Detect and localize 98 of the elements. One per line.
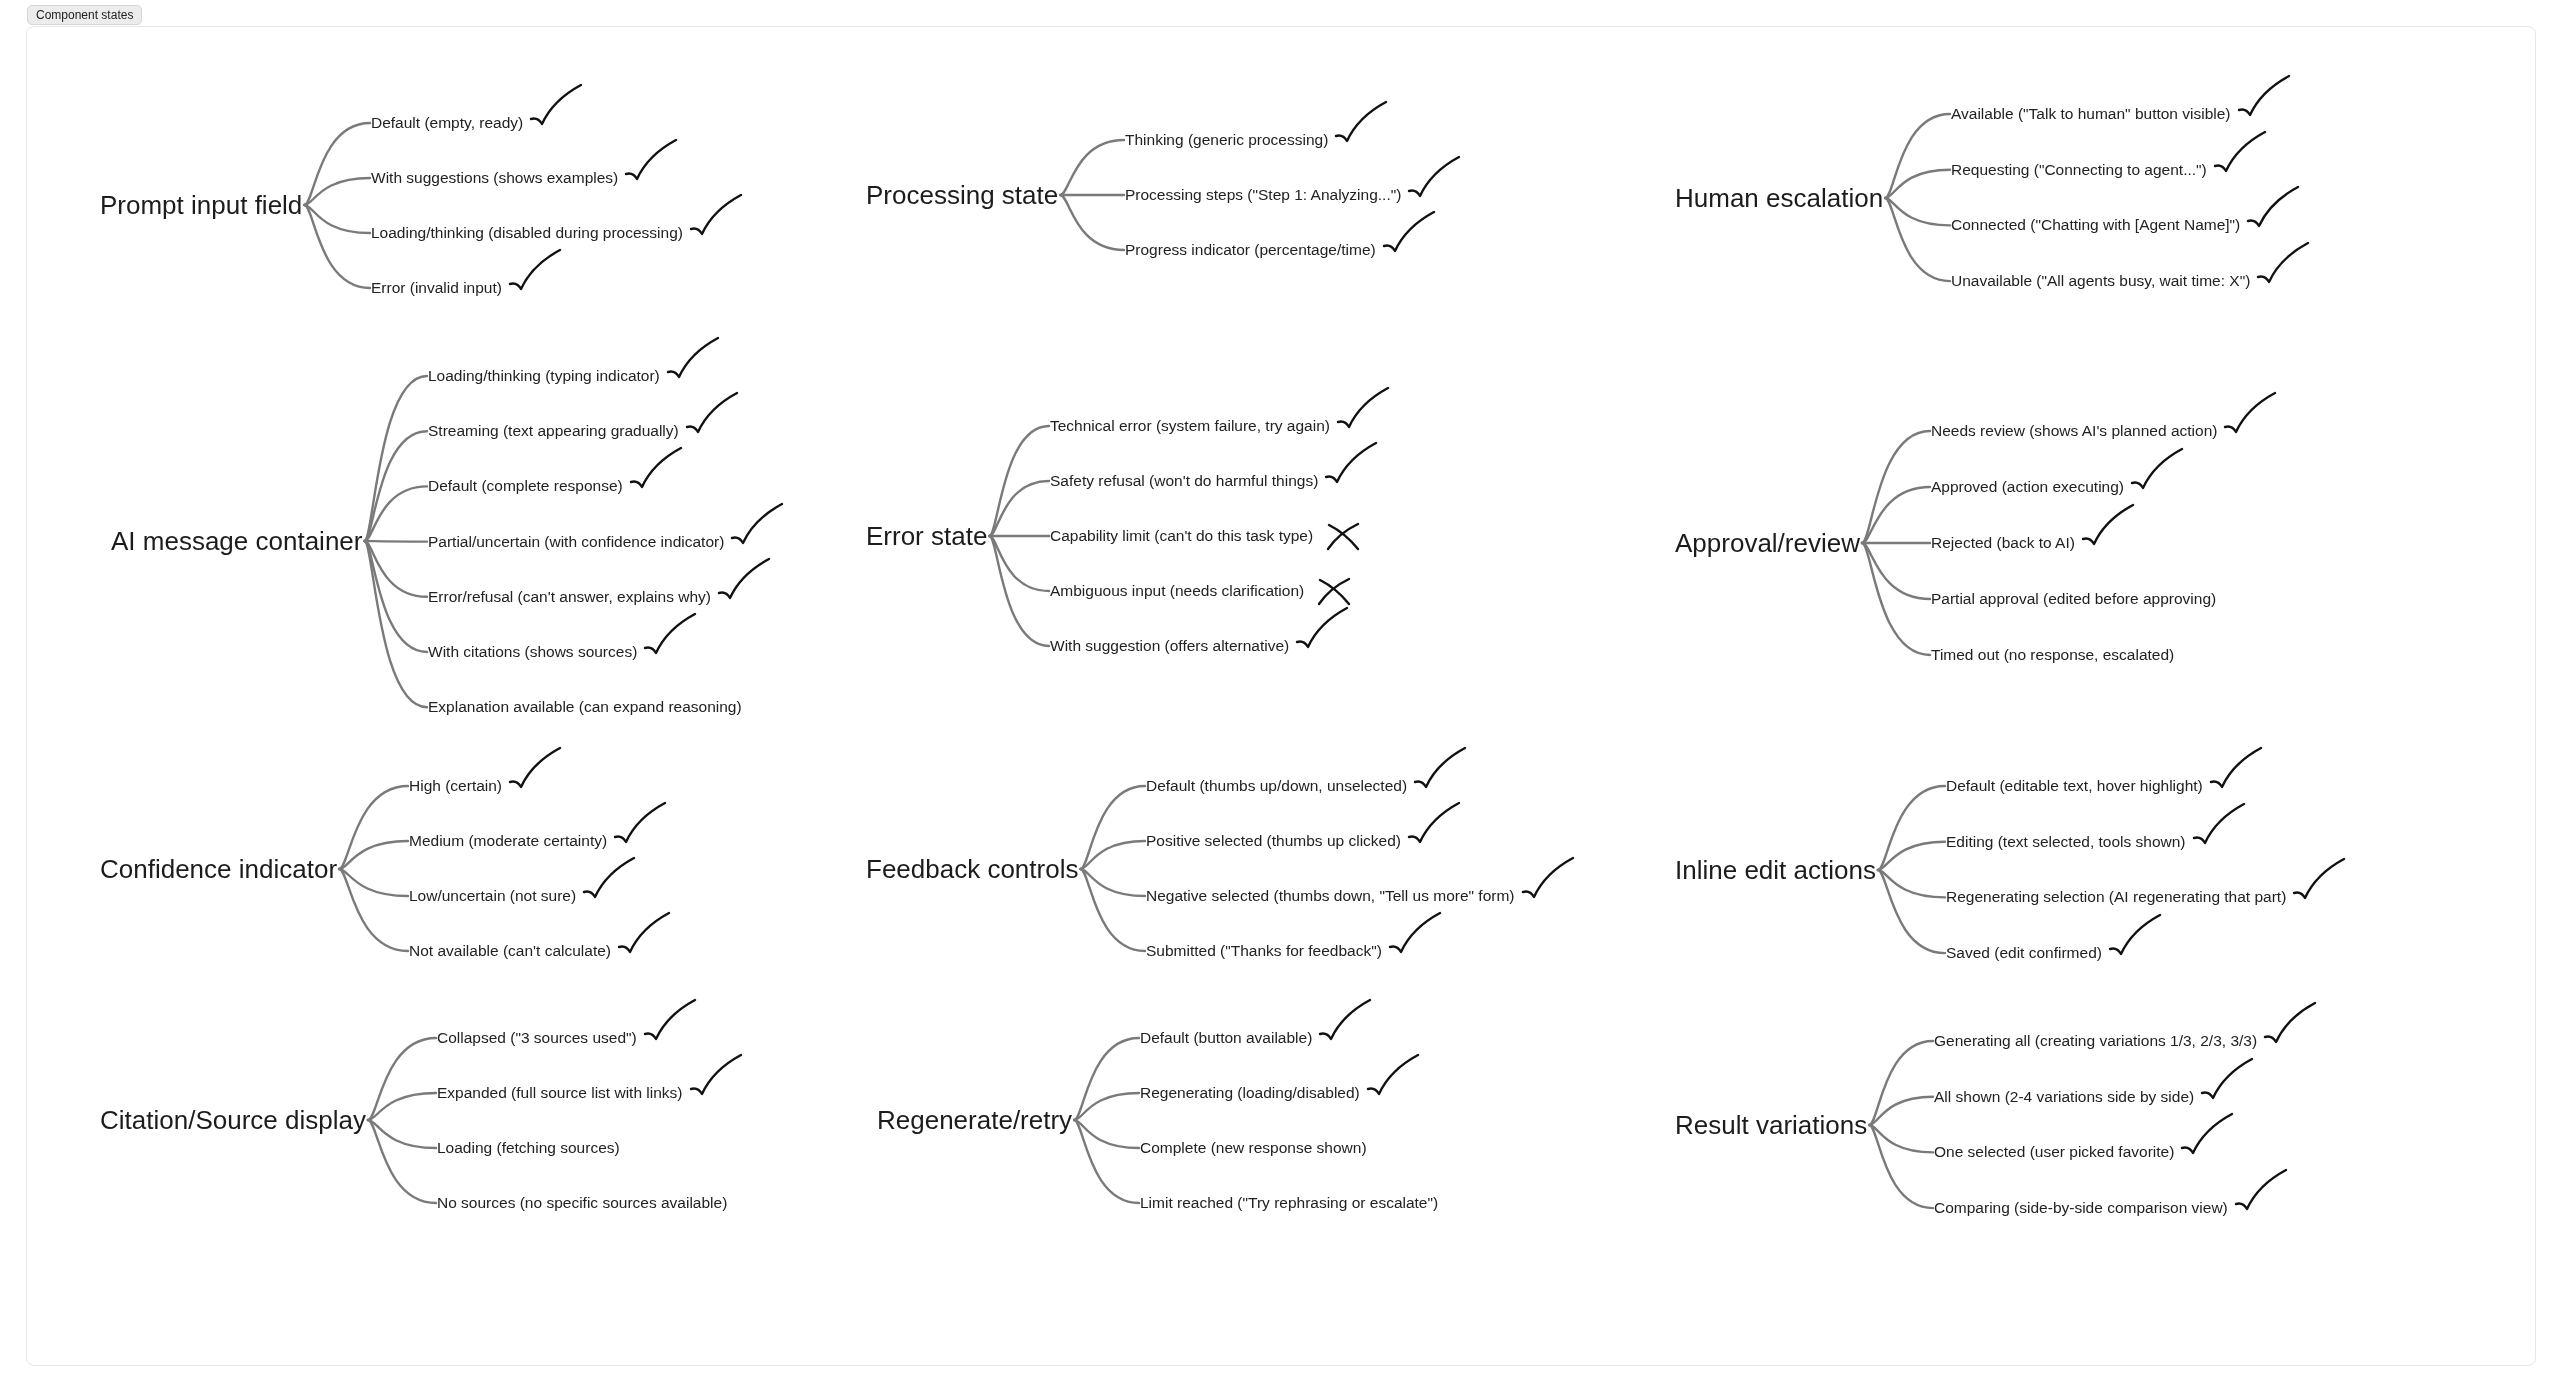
- state-label: Regenerating selection (AI regenerating that part): [1946, 887, 2287, 908]
- state-label: Progress indicator (percentage/time): [1125, 240, 1376, 260]
- state-label: Medium (moderate certainty): [409, 831, 608, 851]
- branch-line: [363, 485, 429, 543]
- state-label: Connected ("Chatting with [Agent Name]"): [1951, 215, 2241, 236]
- state-label: Requesting ("Connecting to agent..."): [1951, 159, 2207, 180]
- branch-line: [1868, 1095, 1935, 1127]
- branch-line: [1059, 193, 1126, 197]
- branch-line: [303, 203, 372, 290]
- state-label: Low/uncertain (not sure): [409, 886, 577, 906]
- state-label: Complete (new response shown): [1140, 1138, 1367, 1158]
- branch-line: [988, 534, 1051, 648]
- branch-line: [1883, 196, 1952, 283]
- state-label: Rejected (back to AI): [1931, 533, 2075, 553]
- state-label: Submitted ("Thanks for feedback"): [1146, 941, 1382, 961]
- category-heading: Result variations: [1675, 1109, 1868, 1141]
- branch-line: [988, 479, 1051, 538]
- state-label: Approved (action executing): [1931, 477, 2124, 497]
- state-label: Timed out (no response, escalated): [1931, 645, 2175, 665]
- state-label: Default (button available): [1140, 1028, 1313, 1048]
- state-label: Loading/thinking (typing indicator): [428, 366, 660, 386]
- state-label: Limit reached ("Try rephrasing or escalate"): [1140, 1193, 1439, 1213]
- branch-line: [988, 534, 1051, 538]
- state-label: With citations (shows sources): [428, 642, 638, 662]
- state-label: Thinking (generic processing): [1125, 130, 1329, 150]
- branch-line: [337, 839, 410, 871]
- state-label: Error (invalid input): [371, 278, 502, 298]
- state-label: Negative selected (thumbs down, "Tell us more" form): [1146, 886, 1515, 906]
- state-label: Partial approval (edited before approving): [1931, 589, 2217, 609]
- state-label: Loading/thinking (disabled during processing): [371, 223, 683, 243]
- state-label: Loading (fetching sources): [437, 1138, 620, 1158]
- state-label: Positive selected (thumbs up clicked): [1146, 831, 1401, 851]
- state-label: Technical error (system failure, try again): [1050, 416, 1330, 436]
- category-heading: Error state: [866, 520, 988, 552]
- state-label: With suggestion (offers alternative): [1050, 636, 1290, 656]
- branch-line: [1868, 1123, 1935, 1210]
- state-label: Ambiguous input (needs clarification): [1050, 581, 1305, 601]
- category-heading: Human escalation: [1675, 182, 1884, 214]
- branch-line: [1860, 485, 1932, 545]
- state-label: Unavailable ("All agents busy, wait time: X"): [1951, 271, 2251, 292]
- category-heading: Prompt input field: [100, 189, 303, 221]
- state-label: Comparing (side-by-side comparison view): [1934, 1198, 2228, 1219]
- branch-line: [1876, 868, 1947, 955]
- state-label: Expanded (full source list with links): [437, 1083, 683, 1103]
- category-heading: Regenerate/retry: [877, 1104, 1073, 1136]
- state-label: With suggestions (shows examples): [371, 168, 619, 188]
- branch-line: [1079, 839, 1147, 871]
- branch-line: [337, 867, 410, 953]
- branch-line: [303, 121, 372, 207]
- branch-line: [303, 176, 372, 207]
- branch-line: [303, 203, 372, 235]
- state-label: All shown (2-4 variations side by side): [1934, 1086, 2195, 1107]
- tab-label: Component states: [27, 5, 143, 25]
- category-heading: Citation/Source display: [100, 1104, 366, 1136]
- branch-line: [1868, 1123, 1935, 1154]
- category-heading: Confidence indicator: [100, 853, 338, 885]
- branch-line: [1883, 168, 1952, 200]
- state-label: Saved (edit confirmed): [1946, 943, 2102, 964]
- category-heading: Processing state: [866, 179, 1059, 211]
- state-label: No sources (no specific sources available): [437, 1193, 728, 1213]
- state-label: Regenerating (loading/disabled): [1140, 1083, 1360, 1103]
- branch-line: [363, 539, 429, 598]
- state-label: Editing (text selected, tools shown): [1946, 831, 2186, 852]
- state-label: Available ("Talk to human" button visible): [1951, 104, 2231, 124]
- state-label: Partial/uncertain (with confidence indicator): [428, 531, 725, 552]
- branch-line: [1059, 193, 1126, 252]
- branch-line: [366, 1091, 438, 1122]
- state-label: Error/refusal (can't answer, explains why): [428, 586, 711, 607]
- state-label: Default (editable text, hover highlight): [1946, 776, 2203, 796]
- branch-line: [366, 1118, 438, 1205]
- branch-line: [1860, 541, 1932, 657]
- state-label: Not available (can't calculate): [409, 941, 611, 961]
- branch-line: [1072, 1118, 1141, 1205]
- category-heading: Feedback controls: [866, 853, 1079, 885]
- state-label: Default (complete response): [428, 476, 623, 497]
- category-heading: AI message container: [111, 525, 363, 557]
- state-label: High (certain): [409, 776, 503, 796]
- category-heading: Inline edit actions: [1675, 854, 1876, 886]
- branch-line: [1876, 840, 1947, 872]
- branch-line: [363, 539, 429, 709]
- state-label: Default (thumbs up/down, unselected): [1146, 776, 1408, 796]
- branch-line: [1860, 429, 1932, 545]
- state-label: Streaming (text appearing gradually): [428, 421, 679, 442]
- branch-line: [1072, 1091, 1141, 1122]
- state-label: Default (empty, ready): [371, 113, 524, 133]
- state-label: One selected (user picked favorite): [1934, 1142, 2175, 1163]
- state-label: Capability limit (can't do this task type): [1050, 526, 1314, 546]
- branch-line: [1059, 138, 1126, 197]
- category-heading: Approval/review: [1675, 527, 1860, 559]
- state-label: Processing steps ("Step 1: Analyzing..."): [1125, 185, 1402, 205]
- branch-line: [1079, 867, 1147, 898]
- state-label: Explanation available (can expand reasoning): [428, 697, 742, 718]
- branch-line: [1079, 867, 1147, 953]
- state-label: Generating all (creating variations 1/3, 2/3, 3/3): [1934, 1031, 2258, 1051]
- state-label: Safety refusal (won't do harmful things): [1050, 471, 1319, 491]
- state-label: Needs review (shows AI's planned action): [1931, 421, 2218, 441]
- branch-line: [1079, 784, 1147, 871]
- state-label: Collapsed ("3 sources used"): [437, 1028, 637, 1048]
